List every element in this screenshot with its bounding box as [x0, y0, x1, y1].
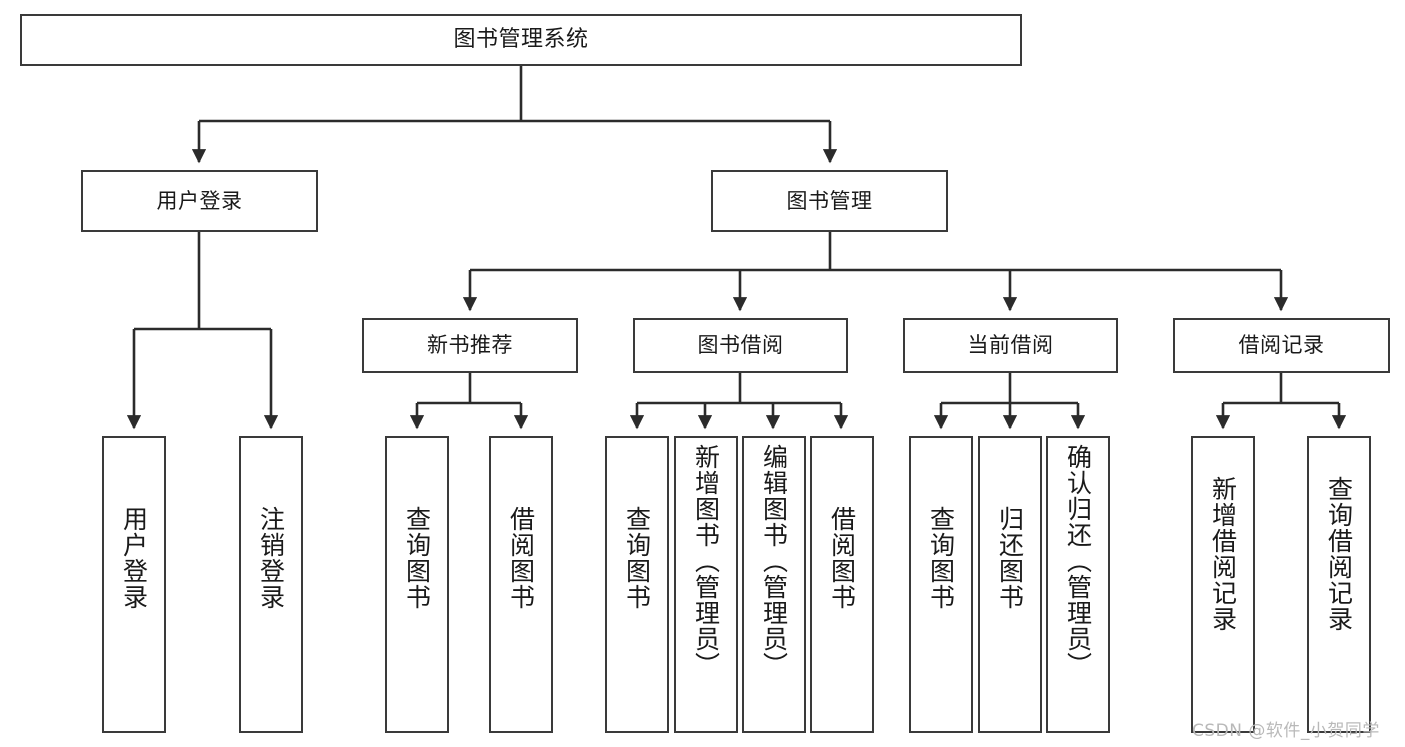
- node-root-label: 图书管理系统: [453, 27, 589, 53]
- leaf-borrow-book-newbook[interactable]: 借阅图书: [489, 436, 553, 733]
- leaf-confirm-return-admin-label: 确认归还（管理员）: [1063, 444, 1093, 678]
- node-current-borrow[interactable]: 当前借阅: [903, 318, 1118, 373]
- leaf-logout[interactable]: 注销登录: [239, 436, 303, 733]
- leaf-edit-book-admin[interactable]: 编辑图书（管理员）: [742, 436, 806, 733]
- leaf-query-book-borrow[interactable]: 查询图书: [605, 436, 669, 733]
- node-new-book-recommend[interactable]: 新书推荐: [362, 318, 578, 373]
- node-current-borrow-label: 当前借阅: [967, 333, 1054, 358]
- node-book-borrow-label: 图书借阅: [697, 333, 784, 358]
- leaf-query-book-current[interactable]: 查询图书: [909, 436, 973, 733]
- node-user-login-label: 用户登录: [156, 188, 243, 213]
- node-borrow-record-label: 借阅记录: [1238, 333, 1325, 358]
- leaf-query-book-newbook-label: 查询图书: [402, 506, 432, 610]
- leaf-logout-label: 注销登录: [256, 506, 286, 610]
- node-book-management[interactable]: 图书管理: [711, 170, 948, 232]
- node-borrow-record[interactable]: 借阅记录: [1173, 318, 1390, 373]
- leaf-query-book-newbook[interactable]: 查询图书: [385, 436, 449, 733]
- node-new-book-recommend-label: 新书推荐: [427, 333, 513, 358]
- leaf-user-login[interactable]: 用户登录: [102, 436, 166, 733]
- csdn-watermark: CSDN @软件_小贺同学: [1192, 721, 1380, 741]
- leaf-edit-book-admin-label: 编辑图书（管理员）: [759, 444, 789, 678]
- leaf-borrow-book-newbook-label: 借阅图书: [506, 506, 536, 610]
- node-book-management-label: 图书管理: [786, 188, 873, 213]
- leaf-add-borrow-record[interactable]: 新增借阅记录: [1191, 436, 1255, 733]
- leaf-query-borrow-record-label: 查询借阅记录: [1324, 476, 1354, 632]
- leaf-query-borrow-record[interactable]: 查询借阅记录: [1307, 436, 1371, 733]
- leaf-add-borrow-record-label: 新增借阅记录: [1208, 476, 1238, 632]
- node-root[interactable]: 图书管理系统: [20, 14, 1022, 66]
- node-book-borrow[interactable]: 图书借阅: [633, 318, 848, 373]
- leaf-borrow-book-borrow-label: 借阅图书: [827, 506, 857, 610]
- leaf-return-book[interactable]: 归还图书: [978, 436, 1042, 733]
- leaf-query-book-borrow-label: 查询图书: [622, 506, 652, 610]
- leaf-query-book-current-label: 查询图书: [926, 506, 956, 610]
- leaf-confirm-return-admin[interactable]: 确认归还（管理员）: [1046, 436, 1110, 733]
- leaf-return-book-label: 归还图书: [995, 506, 1025, 610]
- node-user-login[interactable]: 用户登录: [81, 170, 318, 232]
- leaf-user-login-label: 用户登录: [119, 506, 149, 610]
- leaf-borrow-book-borrow[interactable]: 借阅图书: [810, 436, 874, 733]
- leaf-add-book-admin[interactable]: 新增图书（管理员）: [674, 436, 738, 733]
- leaf-add-book-admin-label: 新增图书（管理员）: [691, 444, 721, 678]
